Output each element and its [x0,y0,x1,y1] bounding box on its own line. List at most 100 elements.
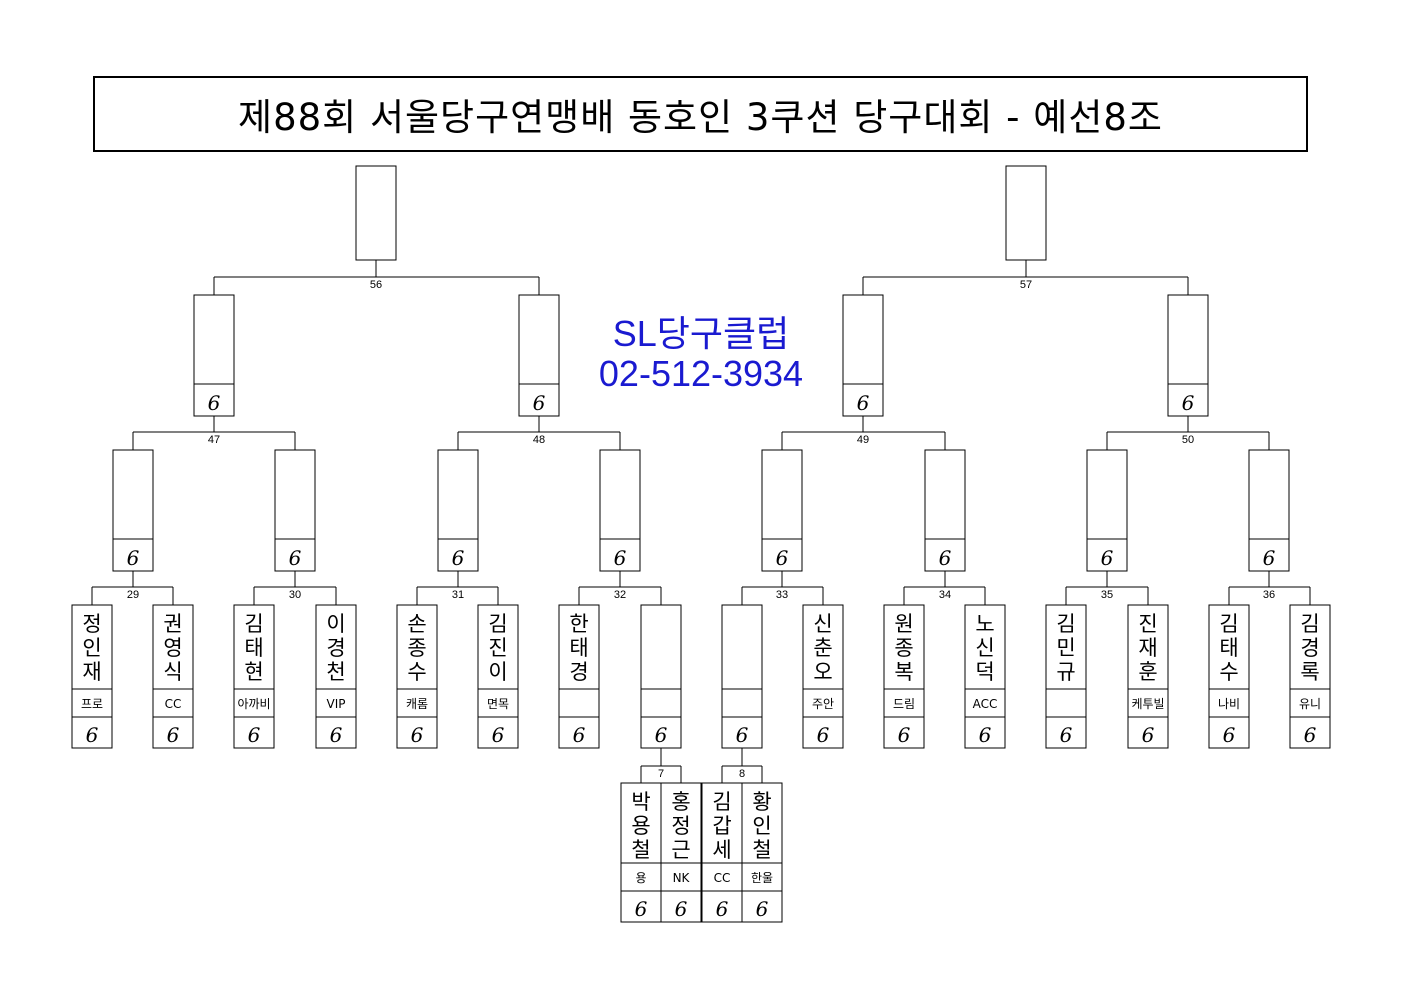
player-box-club: CC [165,697,182,711]
player-box-score: 6 [86,723,99,747]
round2-winner-box [761,449,803,572]
match-connector-match-number: 47 [208,434,220,446]
player-box-score: 6 [411,723,424,747]
player-box-club: 프로 [81,697,103,711]
round2-winner-box-score: 6 [127,546,140,570]
player-box-score: 6 [655,723,668,747]
match-connector-match-number: 35 [1101,589,1113,601]
player-box-score: 6 [573,723,586,747]
player-box-score: 6 [736,723,749,747]
round2-winner-box-score: 6 [289,546,302,570]
player-box [883,604,925,749]
sponsor-block: SL당구클럽 02-512-3934 [540,314,862,394]
qualifier-name-char: 인 [752,814,771,838]
player-box-name-char: 수 [407,660,426,684]
round2-winner-box-score: 6 [1101,546,1114,570]
match-connector-match-number: 30 [289,589,301,601]
player-box-score: 6 [1304,723,1317,747]
round3-winner-box-score: 6 [857,391,870,415]
player-box-name-char: 경 [569,660,588,684]
player-box-name-char: 민 [1056,636,1075,660]
player-box-name-char: 영 [163,636,182,660]
match-connector-match-number: 29 [127,589,139,601]
match-connector-match-number: 33 [776,589,788,601]
qualifier-name-char: 갑 [712,814,731,838]
player-box-club: 유니 [1299,697,1321,711]
player-box-score: 6 [248,723,261,747]
qualifier-name-char: 철 [631,838,650,862]
player-box-name-char: 춘 [813,636,832,660]
player-box-name-char: 훈 [1138,660,1157,684]
qualifier-club: 용 [635,871,646,885]
round2-winner-box-score: 6 [452,546,465,570]
bracket-title: 제88회 서울당구연맹배 동호인 3쿠션 당구대회 - 예선8조 [93,76,1308,152]
qualifier-player-box [701,782,743,923]
player-box-name-char: 태 [569,636,588,660]
player-box-score: 6 [1060,723,1073,747]
round2-winner-box-score: 6 [939,546,952,570]
player-box-name-char: 태 [1219,636,1238,660]
match-connector-match-number: 36 [1263,589,1275,601]
player-box-name-char: 재 [82,660,101,684]
qualifier-name-char: 정 [671,814,690,838]
player-box [233,604,275,749]
round2-winner-box [1248,449,1290,572]
qualifier-player-box [660,782,702,923]
player-box-name-char: 김 [1219,612,1238,636]
player-box-club: 나비 [1218,697,1240,711]
match-connector-match-number: 31 [452,589,464,601]
player-box-score: 6 [817,723,830,747]
match-connector-match-number: 56 [370,279,382,291]
round2-winner-box [437,449,479,572]
player-box-name-char: 김 [488,612,507,636]
player-box [964,604,1006,749]
final-winner-box [355,165,397,261]
player-box-name-char: 진 [488,636,507,660]
qualifier-club: NK [673,871,691,885]
qualifier-name-char: 홍 [671,790,690,814]
player-box-name-char: 규 [1056,660,1075,684]
player-box-score: 6 [492,723,505,747]
match-connector-match-number: 48 [533,434,545,446]
player-box-name-char: 오 [813,660,832,684]
player-box-score: 6 [898,723,911,747]
round2-winner-box [112,449,154,572]
player-box-name-char: 신 [975,636,994,660]
final-winner-box [1005,165,1047,261]
player-box [1045,604,1087,749]
player-box-name-char: 경 [326,636,345,660]
player-box-club: 아까비 [237,697,270,711]
qualifier-club: CC [714,871,731,885]
player-box [1127,604,1169,749]
sponsor-phone: 02-512-3934 [598,353,804,394]
match-connector-match-number: 57 [1020,279,1032,291]
player-box [71,604,113,749]
player-box-score: 6 [167,723,180,747]
player-box-score: 6 [330,723,343,747]
player-box-name-char: 김 [1056,612,1075,636]
player-box-name-char: 종 [894,636,913,660]
qualifier-player-box [620,782,662,923]
qualifier-name-char: 근 [671,838,690,862]
round3-winner-box [1167,294,1209,417]
player-box [640,604,682,749]
player-box-name-char: 종 [407,636,426,660]
qualifier-score: 6 [756,897,769,921]
player-box-name-char: 노 [975,612,994,636]
round3-winner-box-score: 6 [1182,391,1195,415]
player-box-name-char: 김 [1300,612,1319,636]
qualifier-connector-match-number: 8 [739,768,745,780]
round2-winner-box-score: 6 [776,546,789,570]
player-box-club: 드림 [893,697,915,711]
qualifier-name-char: 황 [752,790,771,814]
player-box-name-char: 권 [163,612,182,636]
player-box-name-char: 이 [326,612,345,636]
round2-winner-box-score: 6 [614,546,627,570]
player-box-club: 주안 [812,697,834,711]
player-box-name-char: 정 [82,612,101,636]
player-box-name-char: 원 [894,612,913,636]
player-box [396,604,438,749]
player-box-club: 캐롬 [406,697,428,711]
player-box-score: 6 [979,723,992,747]
qualifier-name-char: 김 [712,790,731,814]
